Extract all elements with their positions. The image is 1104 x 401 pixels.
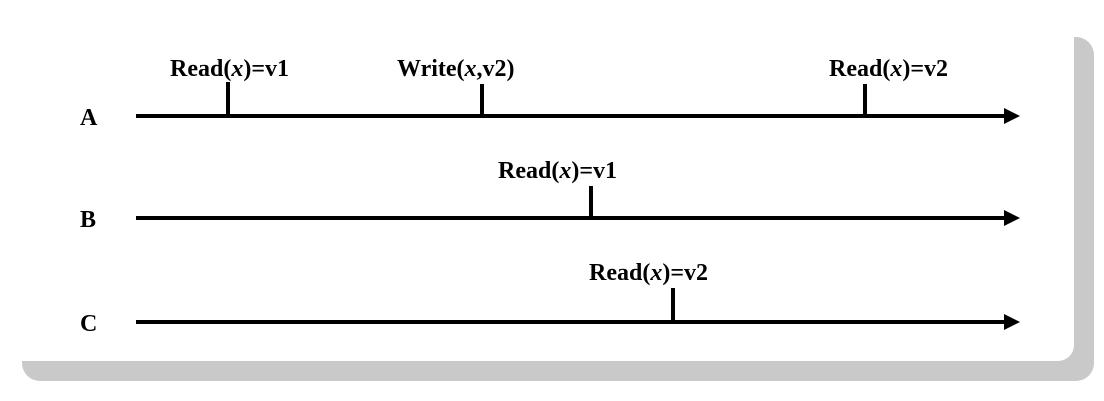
arrow-head-c: [1004, 314, 1020, 330]
process-label-a: A: [80, 105, 98, 131]
process-a: A Read(x)=v1 Write(x,v2) Read(x)=v2: [80, 56, 1020, 131]
arrow-head-b: [1004, 210, 1020, 226]
event-label-a-3: Read(x)=v2: [829, 56, 948, 82]
arrow-head-a: [1004, 108, 1020, 124]
event-label-c-1: Read(x)=v2: [589, 260, 708, 286]
event-label-a-1: Read(x)=v1: [170, 56, 289, 82]
event-label-a-2: Write(x,v2): [397, 56, 515, 82]
event-label-b-1: Read(x)=v1: [498, 158, 617, 184]
process-label-c: C: [80, 311, 97, 337]
process-b: B Read(x)=v1: [80, 158, 1020, 233]
process-c: C Read(x)=v2: [80, 260, 1020, 337]
process-label-b: B: [80, 207, 96, 233]
diagram-panel: [0, 0, 1074, 361]
